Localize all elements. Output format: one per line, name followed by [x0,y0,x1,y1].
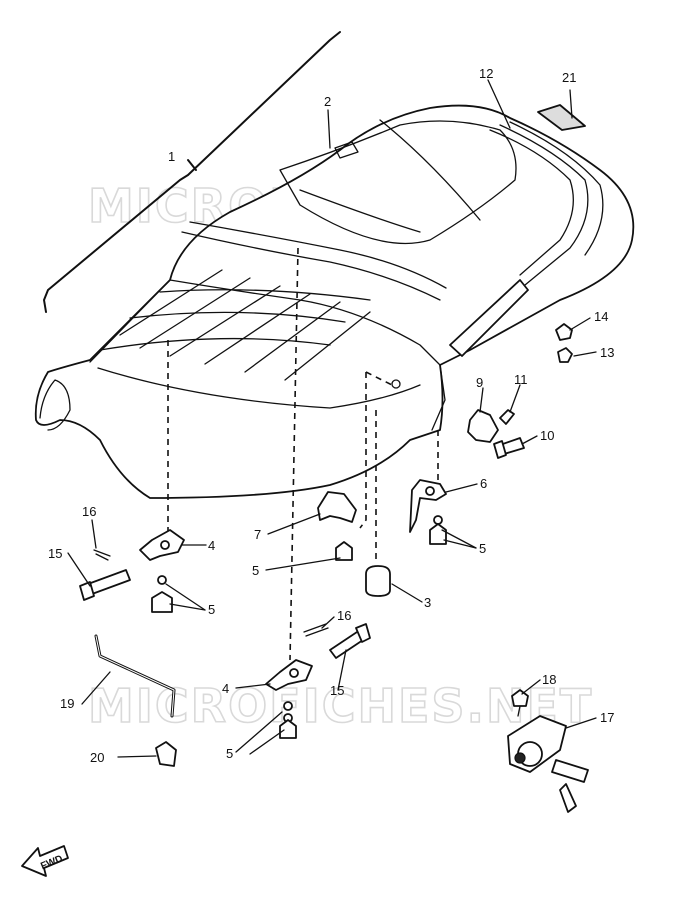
part-6-hinge [409,479,447,533]
part-5-bolt-center [335,541,353,561]
callout-15-left: 15 [48,546,62,561]
part-4-hinge-lower [265,659,313,691]
callout-2: 2 [324,94,331,109]
callout-9: 9 [476,375,483,390]
callout-17: 17 [600,710,614,725]
callout-18: 18 [542,672,556,687]
dashed-guides [167,247,439,661]
part-14-nut [555,323,573,341]
part-21-label [537,89,586,131]
part-5-bolt-right [429,515,447,545]
callout-4-lower: 4 [222,681,229,696]
callout-15-right: 15 [330,683,344,698]
leader-lines [67,79,597,758]
callout-3: 3 [424,595,431,610]
part-10-bolt [493,437,525,459]
part-13-nut [557,347,573,363]
callout-12: 12 [479,66,493,81]
part-4-hinge-left [139,529,185,561]
part-9-bracket [467,409,499,443]
part-19-cable [94,634,176,718]
callout-5-center: 5 [252,563,259,578]
part-15-bolt-left [79,569,131,601]
callout-4-upper: 4 [208,538,215,553]
seat-assembly [34,104,635,499]
callout-13: 13 [600,345,614,360]
callout-10: 10 [540,428,554,443]
callout-11: 11 [514,372,528,387]
callout-5-left: 5 [208,602,215,617]
part-11-clip [499,409,515,425]
part-16-pin-left [93,549,111,561]
part-5-bolt-left [151,575,173,613]
part-20-screw [155,741,177,767]
part-15-bolt-right [329,623,371,659]
callout-21: 21 [562,70,576,85]
fwd-arrow-icon: FWD [21,845,69,877]
callout-16-right: 16 [337,608,351,623]
part-16-pin-right [303,623,329,637]
callout-7: 7 [254,527,261,542]
callout-16-left: 16 [82,504,96,519]
part-5-bolt-lower [279,701,297,739]
assembly-bracket-1 [43,31,341,313]
callout-20: 20 [90,750,104,765]
part-18-screw [511,689,529,717]
callout-5-lower: 5 [226,746,233,761]
part-7-bracket [317,491,357,523]
part-3-damper [365,565,391,597]
callout-numbers: 1 2 3 4 4 5 5 5 5 6 7 9 10 11 12 13 14 1… [48,66,614,765]
callout-14: 14 [594,309,608,324]
callout-19: 19 [60,696,74,711]
callout-5-right: 5 [479,541,486,556]
part-17-seat-lock [507,715,589,813]
callout-6: 6 [480,476,487,491]
callout-1: 1 [168,149,175,164]
